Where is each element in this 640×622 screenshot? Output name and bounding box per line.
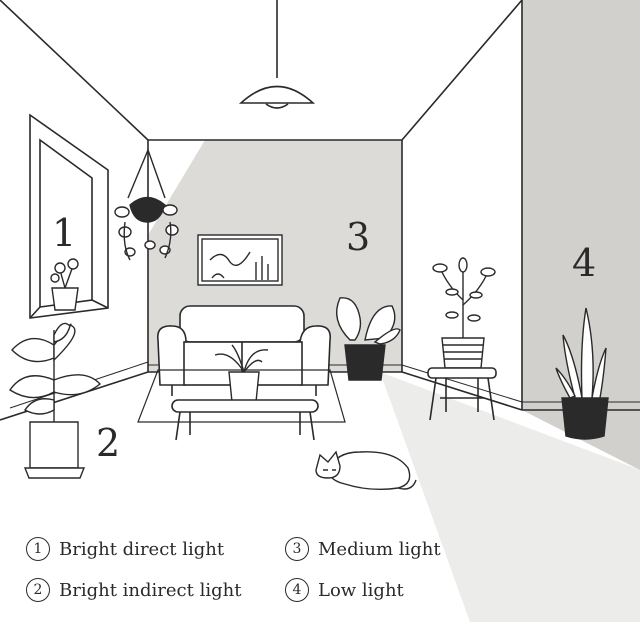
legend-label: Low light: [318, 579, 404, 601]
table-plant-icon: [214, 344, 269, 403]
cat-icon: [315, 450, 417, 491]
plant-stool-icon: [427, 367, 497, 421]
coffee-table-icon: [171, 399, 319, 441]
zone-1-number: 1: [52, 211, 77, 255]
legend-number-circle: 1: [26, 537, 50, 561]
pendant-lamp-icon: [238, 0, 316, 109]
small-flower-plant-icon: [50, 258, 79, 311]
legend-label: Bright indirect light: [59, 579, 242, 601]
zone-2-number: 2: [96, 421, 121, 465]
zone-4-number: 4: [572, 241, 597, 285]
fiddle-leaf-plant-icon: [9, 322, 102, 479]
tall-plant-icon: [432, 257, 496, 369]
window-icon: [29, 113, 109, 319]
rug-icon: [137, 369, 346, 423]
zone-3-number: 3: [346, 215, 371, 259]
legend-item-bright-direct: 1 Bright direct light: [26, 537, 224, 561]
snake-plant-icon: [555, 307, 609, 440]
legend-label: Bright direct light: [59, 538, 225, 560]
legend-number-circle: 3: [285, 537, 309, 561]
wall-painting-icon: [197, 234, 283, 286]
legend-number-circle: 4: [285, 578, 309, 602]
legend-item-bright-indirect: 2 Bright indirect light: [26, 578, 241, 602]
monstera-plant-icon: [336, 297, 401, 381]
hanging-plant-icon: [114, 149, 179, 261]
sofa-icon: [156, 305, 332, 396]
legend-item-low: 4 Low light: [285, 578, 404, 602]
legend-number-circle: 2: [26, 578, 50, 602]
legend-item-medium: 3 Medium light: [285, 537, 441, 561]
legend-label: Medium light: [318, 538, 441, 560]
